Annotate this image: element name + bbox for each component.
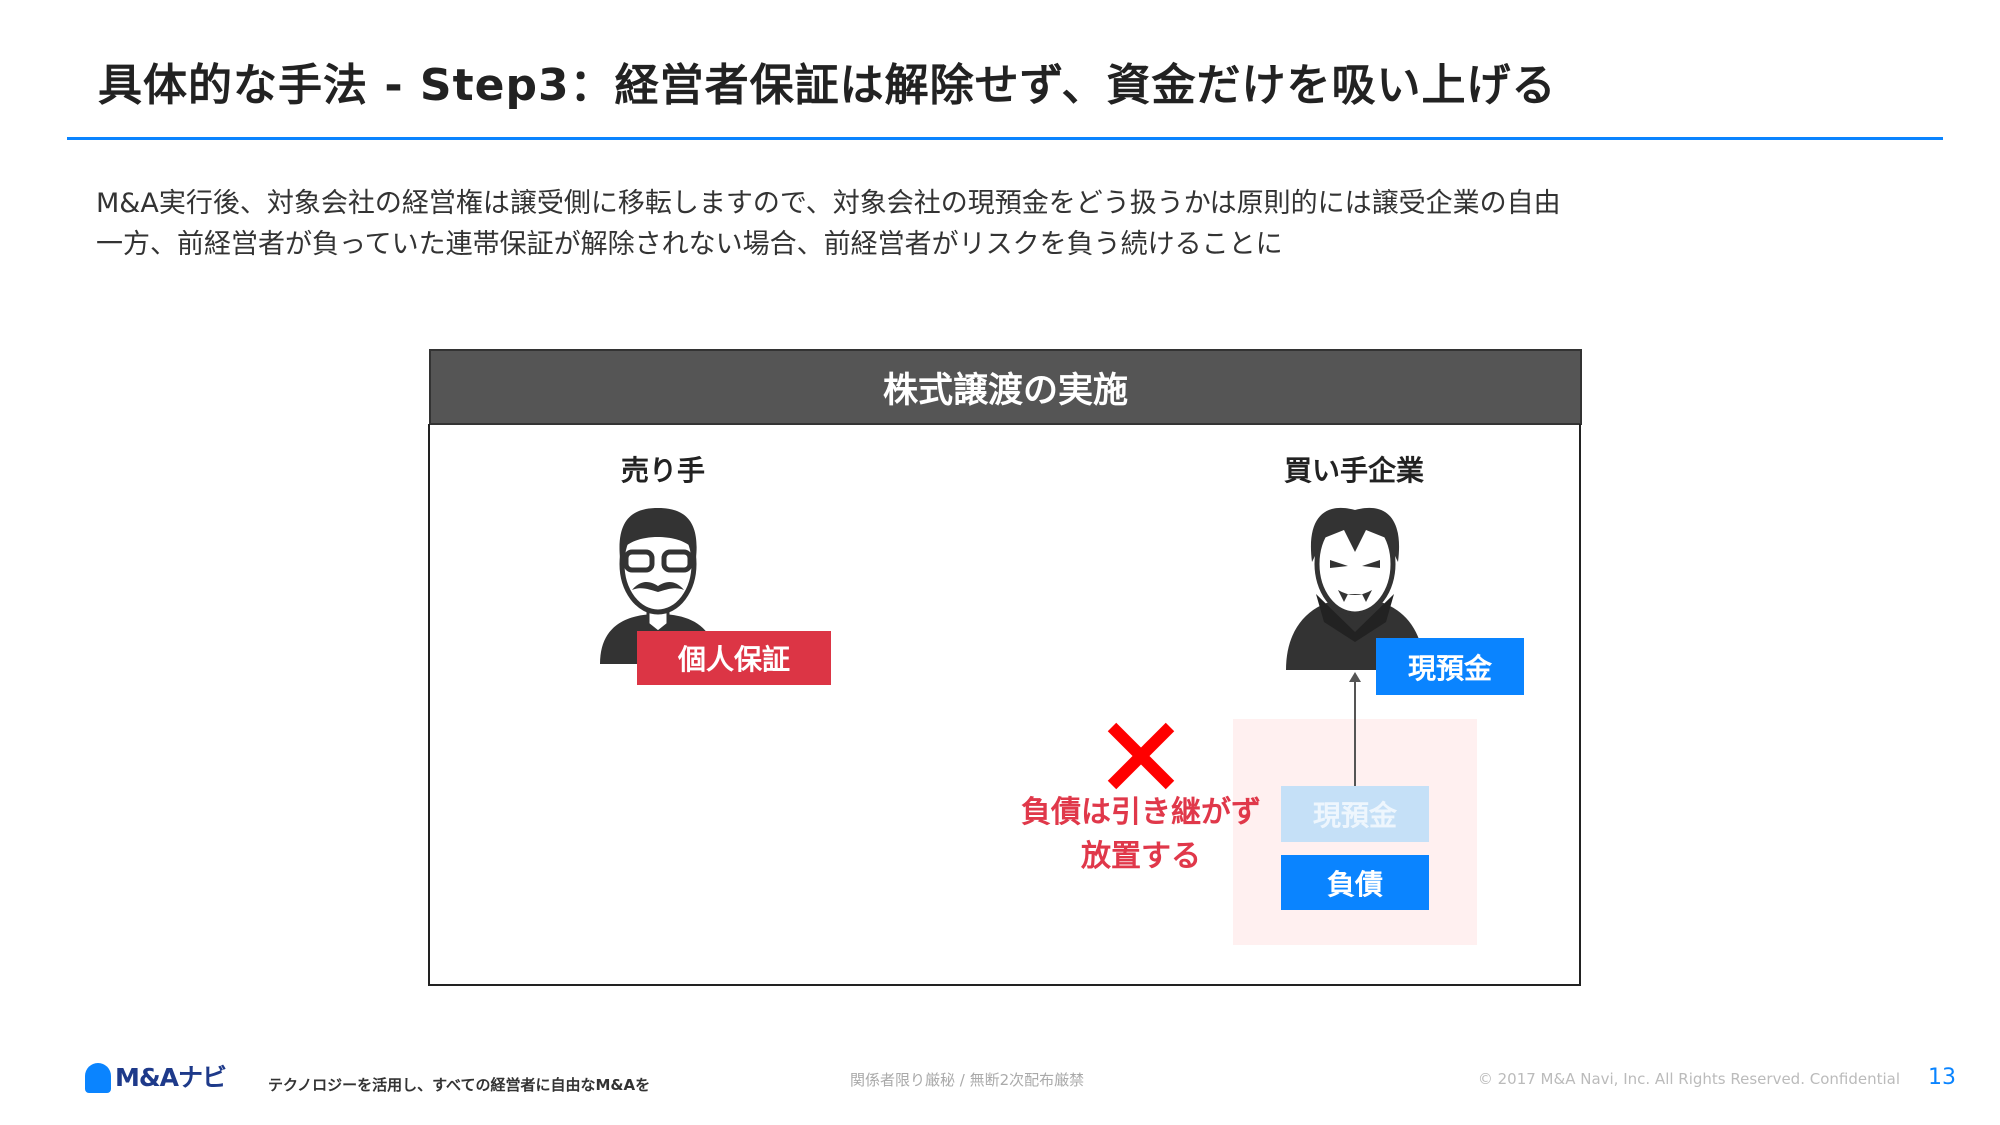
arrow-up-icon xyxy=(1349,672,1361,682)
transfer-arrow-line xyxy=(1354,680,1356,786)
seller-label: 売り手 xyxy=(620,454,706,487)
logo-text: M&Aナビ xyxy=(115,1063,227,1092)
description-line-2: 一方、前経営者が負っていた連帯保証が解除されない場合、前経営者がリスクを負う続け… xyxy=(96,229,1283,260)
annotation-line-1: 負債は引き継がず xyxy=(1021,795,1261,830)
page-title: 具体的な手法 - Step3：経営者保証は解除せず、資金だけを吸い上げる xyxy=(98,60,1557,111)
buyer-label: 買い手企業 xyxy=(1283,454,1425,487)
buyer-cash-badge: 現預金 xyxy=(1376,638,1524,695)
page-number: 13 xyxy=(1928,1065,1956,1090)
description-line-1: M&A実行後、対象会社の経営権は譲受側に移転しますので、対象会社の現預金をどう扱… xyxy=(96,188,1561,219)
logo-mark-icon xyxy=(85,1063,111,1093)
diagram-box xyxy=(428,424,1581,986)
cross-mark-icon xyxy=(1107,722,1175,790)
annotation-line-2: 放置する xyxy=(1081,839,1201,874)
company-debt-box: 負債 xyxy=(1281,855,1429,910)
company-logo: M&Aナビ xyxy=(85,1063,227,1093)
footer-copyright: © 2017 M&A Navi, Inc. All Rights Reserve… xyxy=(1477,1070,1900,1088)
footer-tagline: テクノロジーを活用し、すべての経営者に自由なM&Aを xyxy=(268,1076,651,1094)
company-cash-box: 現預金 xyxy=(1281,786,1429,842)
title-divider xyxy=(67,137,1943,140)
diagram-header: 株式譲渡の実施 xyxy=(429,349,1582,425)
footer-notice: 関係者限り厳秘 / 無断2次配布厳禁 xyxy=(850,1071,1085,1089)
personal-guarantee-badge: 個人保証 xyxy=(637,631,831,685)
